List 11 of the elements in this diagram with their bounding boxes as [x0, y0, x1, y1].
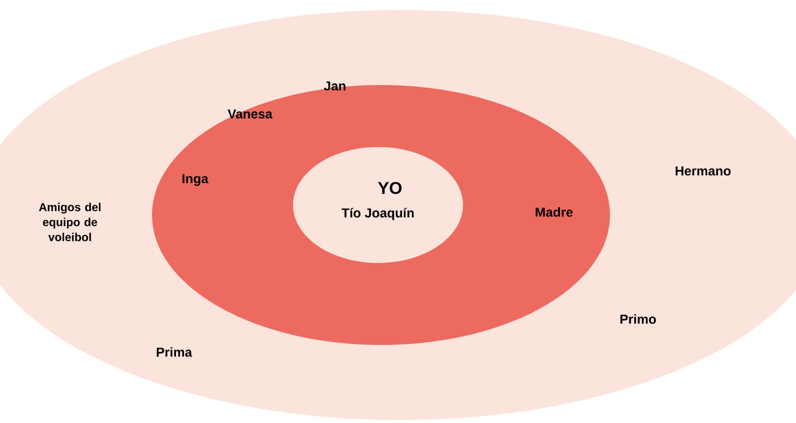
name-label: Inga: [182, 174, 208, 186]
name-label: Hermano: [676, 166, 731, 176]
name-label: Vanesa: [228, 109, 272, 119]
name-label: YO: [378, 182, 402, 194]
name-label: Madre: [536, 207, 573, 217]
name-label: Amigos del equipo de voleibol: [38, 202, 100, 242]
name-label: Prima: [156, 347, 192, 357]
ring-ellipse: [293, 147, 463, 263]
name-label: Primo: [620, 314, 656, 324]
name-label: Tío Joaquín: [342, 208, 414, 220]
name-label: Jan: [324, 81, 346, 91]
